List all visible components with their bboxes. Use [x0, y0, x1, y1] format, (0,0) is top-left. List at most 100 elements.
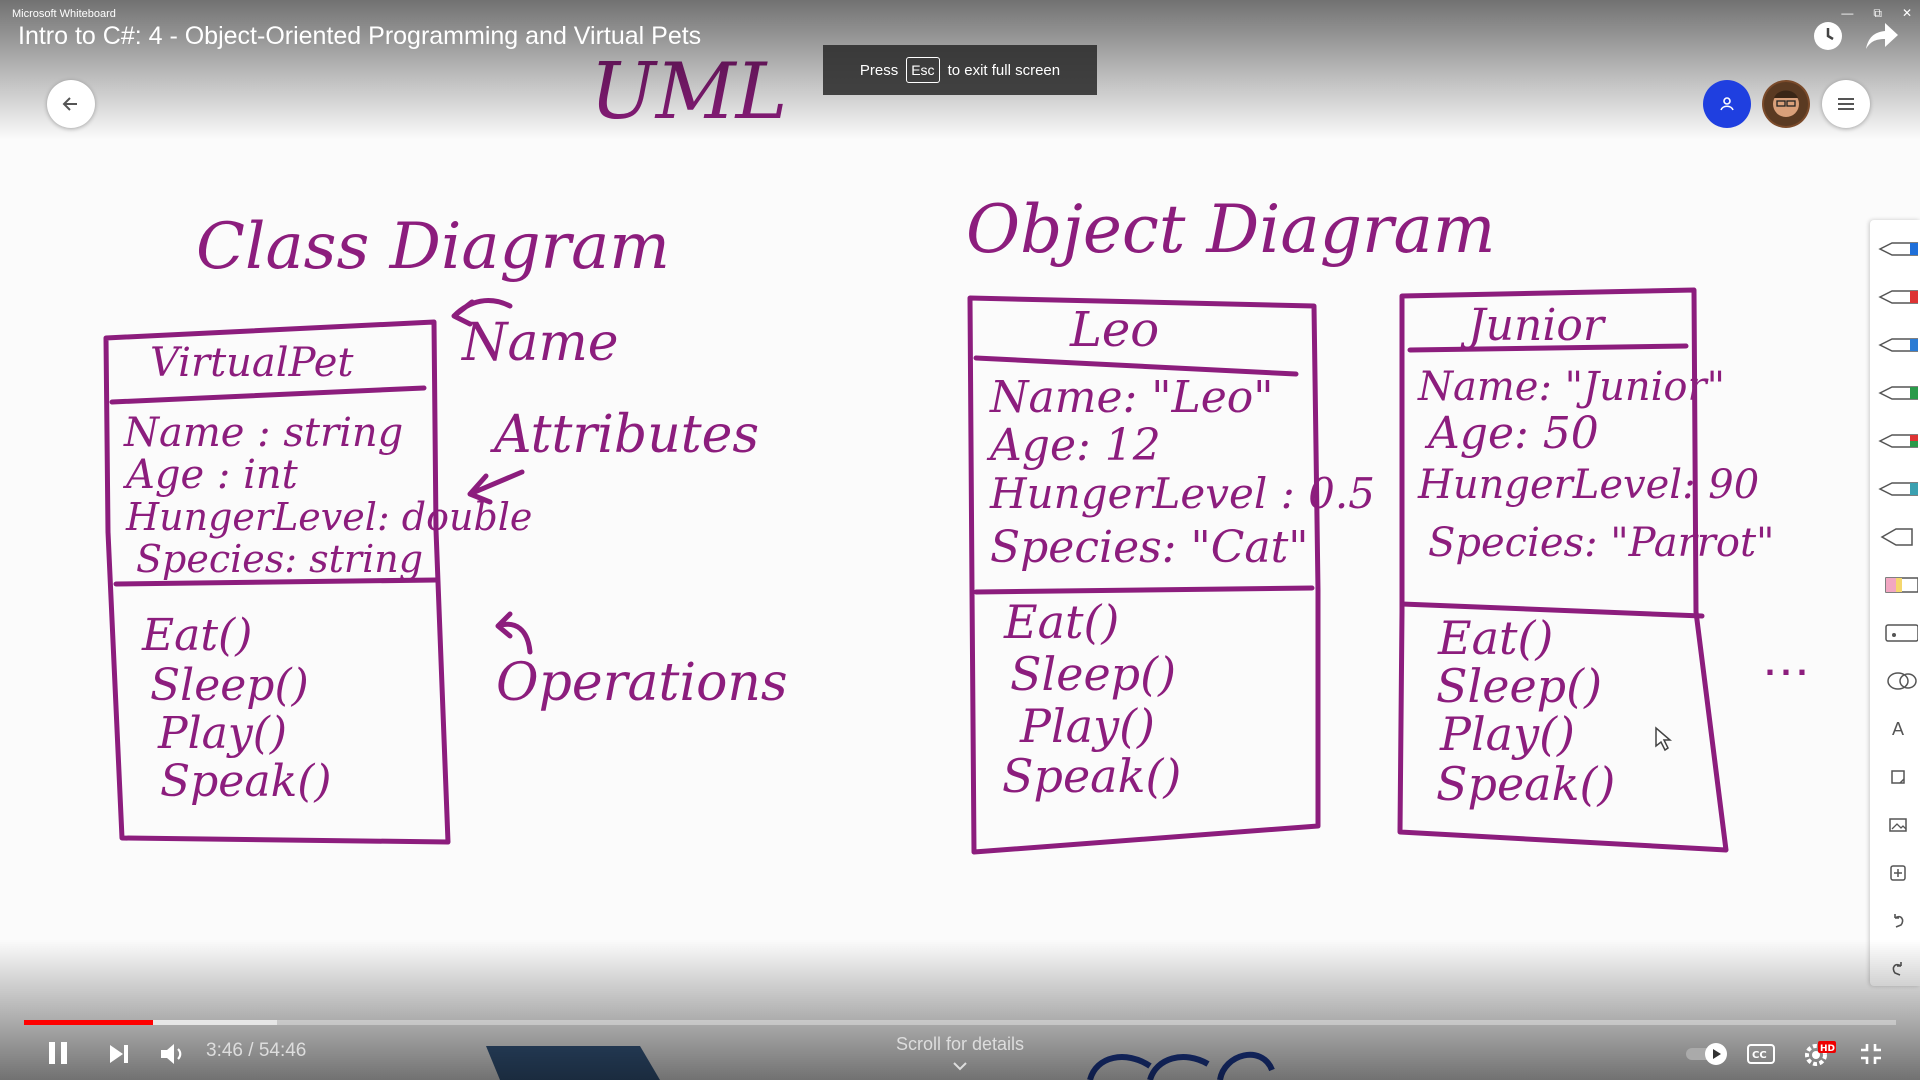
- arrow-to-attributes: [467, 469, 525, 505]
- menu-button[interactable]: [1822, 80, 1870, 128]
- class-attr-1: Age : int: [122, 452, 299, 498]
- junior-box-name-divider: [1407, 343, 1689, 353]
- class-name-label: VirtualPet: [150, 340, 354, 386]
- leo-box-outline: [967, 295, 1321, 855]
- volume-button[interactable]: [156, 1040, 190, 1068]
- fullscreen-notice-rest: to exit full screen: [947, 61, 1061, 79]
- text-tool-icon[interactable]: A: [1891, 718, 1904, 739]
- leo-op-0: Eat(): [1003, 595, 1119, 649]
- share-icon: [1866, 23, 1898, 49]
- pause-button[interactable]: [42, 1038, 74, 1068]
- captions-icon: CC: [1747, 1044, 1775, 1064]
- ruler-tool[interactable]: [1878, 618, 1918, 648]
- junior-attr-2: HungerLevel: 90: [1417, 462, 1759, 508]
- fullscreen-notice: Press Esc to exit full screen: [823, 45, 1097, 95]
- close-icon[interactable]: ✕: [1901, 6, 1912, 20]
- highlighter-tool[interactable]: [1878, 522, 1918, 552]
- partial-drawing-bottom: [1087, 1051, 1275, 1080]
- leo-name-label: Leo: [1069, 302, 1159, 358]
- next-icon: [110, 1045, 128, 1063]
- user-button[interactable]: [1703, 80, 1751, 128]
- app-name: Microsoft Whiteboard: [12, 8, 116, 20]
- minimize-icon[interactable]: —: [1841, 6, 1854, 20]
- class-box-attr-divider: [113, 577, 439, 587]
- settings-button[interactable]: HD: [1800, 1038, 1838, 1070]
- leo-attr-2: HungerLevel : 0.5: [989, 469, 1375, 518]
- leo-op-3: Speak(): [1002, 749, 1181, 803]
- eraser-tool[interactable]: [1878, 570, 1918, 600]
- pen-blue2-tool[interactable]: [1878, 330, 1918, 360]
- annotation-name: Name: [460, 313, 619, 373]
- svg-text:CC: CC: [1752, 1050, 1767, 1061]
- leo-box-name-divider: [973, 355, 1299, 377]
- junior-op-2: Play(): [1439, 707, 1575, 761]
- leo-attr-1: Age: 12: [986, 420, 1161, 471]
- class-attr-2: HungerLevel: double: [125, 495, 532, 539]
- junior-attr-3: Species: "Parrot": [1428, 520, 1774, 566]
- clock-icon: [1814, 22, 1842, 50]
- class-op-1: Sleep(): [150, 660, 309, 711]
- annotation-operations: Operations: [496, 653, 788, 713]
- junior-box-outline: [1397, 287, 1729, 853]
- exit-fullscreen-button[interactable]: [1856, 1040, 1886, 1068]
- progress-fill: [24, 1020, 153, 1025]
- volume-icon: [161, 1044, 182, 1064]
- time-display: 3:46 / 54:46: [206, 1040, 307, 1061]
- class-op-3: Speak(): [160, 756, 332, 807]
- progress-bar[interactable]: [24, 1020, 1896, 1025]
- mouse-cursor-icon: [1655, 726, 1673, 752]
- video-title[interactable]: Intro to C#: 4 - Object-Oriented Program…: [18, 22, 702, 50]
- image-icon[interactable]: [1878, 810, 1918, 840]
- pen-red-tool[interactable]: [1878, 282, 1918, 312]
- class-box-name-divider: [109, 385, 427, 405]
- class-box-outline: [103, 319, 451, 845]
- sticky-note-icon[interactable]: [1878, 762, 1918, 792]
- pen-teal-tool[interactable]: [1878, 474, 1918, 504]
- watch-later-button[interactable]: [1810, 18, 1846, 54]
- exit-fullscreen-icon: [1861, 1044, 1881, 1064]
- avatar-image: [1764, 82, 1808, 126]
- undo-icon[interactable]: [1878, 906, 1918, 936]
- scroll-for-details[interactable]: Scroll for details: [860, 1034, 1060, 1076]
- next-button[interactable]: [104, 1040, 134, 1068]
- leo-attr-3: Species: "Cat": [990, 522, 1309, 573]
- arrow-to-name: [451, 298, 513, 327]
- lasso-tool[interactable]: [1878, 666, 1918, 696]
- avatar[interactable]: [1762, 80, 1810, 128]
- junior-attr-1: Age: 50: [1424, 408, 1599, 459]
- junior-attr-0: Name: "Junior": [1417, 364, 1725, 410]
- insert-icon[interactable]: [1878, 858, 1918, 888]
- pause-icon: [49, 1042, 67, 1064]
- esc-key: Esc: [906, 57, 940, 83]
- fullscreen-notice-press: Press: [859, 61, 899, 79]
- pen-green-tool[interactable]: [1878, 378, 1918, 408]
- autoplay-toggle-icon: [1686, 1043, 1727, 1065]
- autoplay-toggle[interactable]: [1682, 1040, 1732, 1068]
- redo-icon[interactable]: [1878, 954, 1918, 984]
- pen-blue-tool[interactable]: [1878, 234, 1918, 264]
- restore-icon[interactable]: ⧉: [1873, 6, 1882, 20]
- captions-button[interactable]: CC: [1746, 1040, 1776, 1068]
- chevron-down-icon: [953, 1062, 967, 1071]
- leo-attr-0: Name: "Leo": [989, 372, 1274, 423]
- class-diagram-title: Class Diagram: [196, 210, 670, 284]
- share-button[interactable]: [1862, 18, 1902, 54]
- ellipsis-text: ...: [1765, 642, 1814, 683]
- arrow-to-operations: [495, 611, 533, 655]
- back-button[interactable]: [47, 80, 95, 128]
- class-attr-0: Name : string: [123, 410, 403, 456]
- leo-box-attr-divider: [973, 585, 1315, 595]
- junior-op-0: Eat(): [1437, 611, 1553, 665]
- annotation-attributes: Attributes: [490, 405, 759, 465]
- leo-op-1: Sleep(): [1010, 647, 1176, 701]
- thumbnail-shape-bottom: [486, 1046, 660, 1080]
- window-controls: — ⧉ ✕: [1841, 6, 1912, 21]
- pen-multicolor-tool[interactable]: [1878, 426, 1918, 456]
- settings-icon: HD: [1805, 1041, 1836, 1066]
- class-op-0: Eat(): [141, 610, 252, 661]
- user-icon: [1720, 97, 1734, 111]
- whiteboard-toolbar: A: [1870, 220, 1920, 986]
